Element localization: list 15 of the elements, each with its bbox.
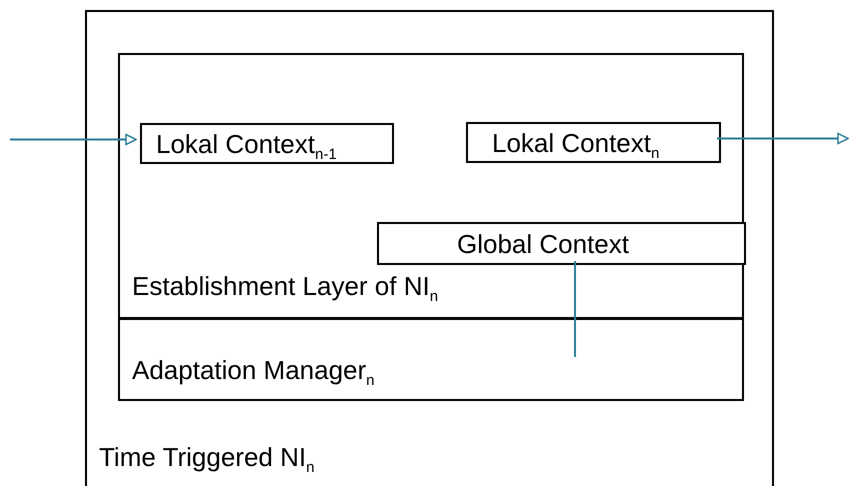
component-box (118, 53, 744, 320)
box-label: Lokal Context$_{n-1}$ (156, 129, 337, 166)
box-label: Time Triggered NI$_{n}$ (99, 442, 314, 478)
component-box (140, 123, 394, 164)
arrow (10, 134, 137, 146)
container-box (85, 10, 774, 486)
arrow (717, 132, 849, 144)
box-label: Adaptation Manager$_{n}$ (132, 355, 375, 392)
box-label: Global Context (457, 229, 629, 259)
component-box (118, 318, 744, 401)
connector-line (574, 261, 576, 357)
box-label: Establishment Layer of NI$_{n}$ (132, 271, 438, 308)
component-box (466, 122, 721, 163)
component-box (377, 222, 746, 265)
box-label: Lokal Context$_{n}$ (492, 128, 660, 164)
